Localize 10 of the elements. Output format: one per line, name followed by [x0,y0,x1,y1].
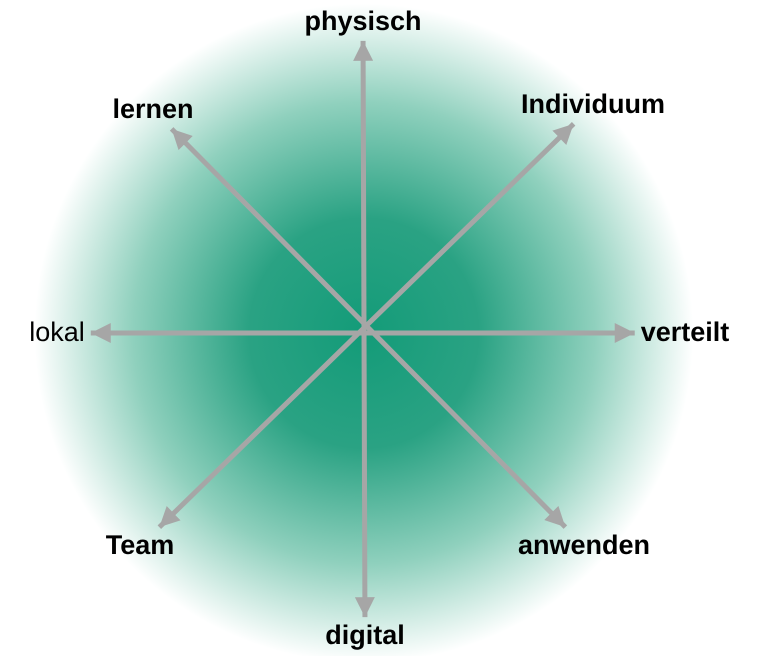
axis-label: Individuum [519,90,667,120]
axis-label: verteilt [638,318,732,348]
axis-label: lokal [27,318,87,348]
axis-label: lernen [110,95,196,125]
axis-label: physisch [302,7,424,37]
double-arrow [90,323,635,343]
axis-label: Team [104,531,176,561]
double-arrow [353,40,375,618]
axis-label: digital [323,621,407,651]
axis-label: anwenden [516,531,652,561]
